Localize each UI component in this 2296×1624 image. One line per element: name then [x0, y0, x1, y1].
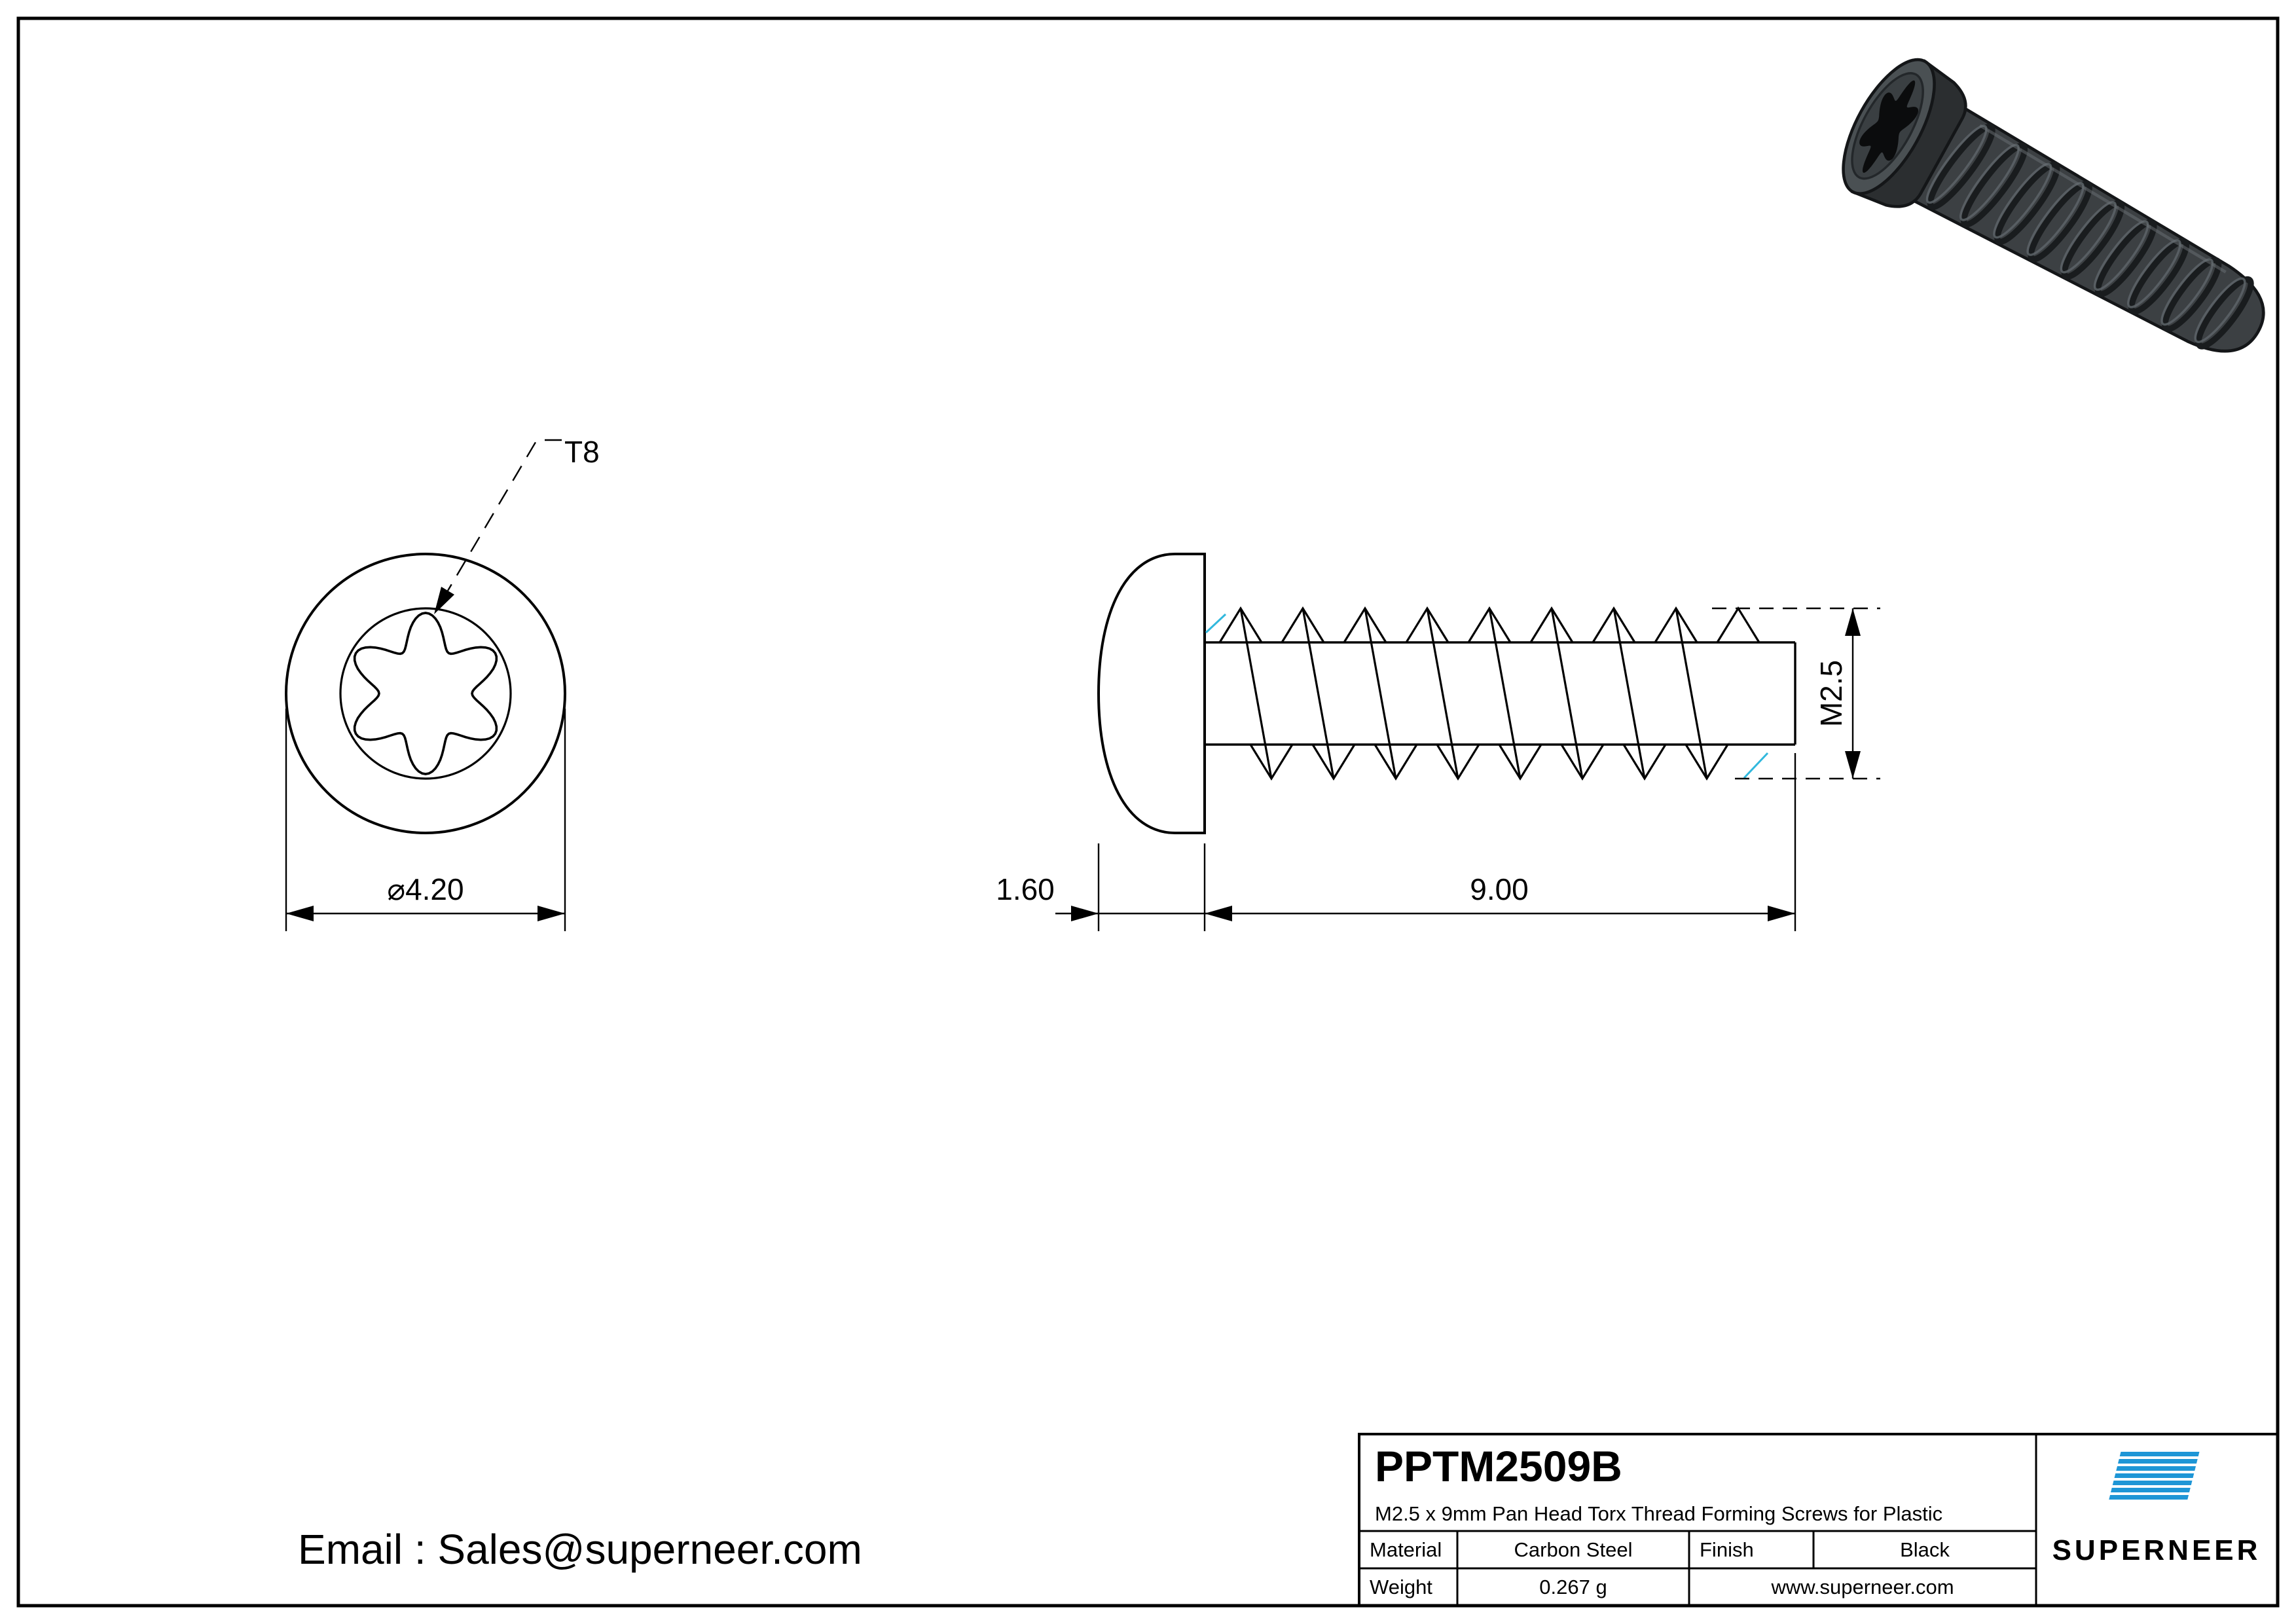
head-diameter-label: ⌀4.20 — [387, 872, 464, 906]
thread-size-label: M2.5 — [1814, 660, 1848, 727]
side-view — [1097, 553, 1796, 834]
title-block: PPTM2509B M2.5 x 9mm Pan Head Torx Threa… — [1358, 1433, 2279, 1607]
weight-label: Weight — [1370, 1576, 1432, 1598]
part-description: M2.5 x 9mm Pan Head Torx Thread Forming … — [1375, 1502, 1942, 1525]
finish-label: Finish — [1700, 1538, 1754, 1561]
side-view-shank-root — [1205, 641, 1796, 746]
head-height-label: 1.60 — [996, 872, 1055, 906]
drive-leader-line — [446, 439, 562, 591]
title-block-lines — [1358, 1433, 2279, 1607]
brand-flag-icon — [2109, 1452, 2200, 1500]
side-view-threads — [1218, 606, 1760, 781]
drive-size-label: T8 — [564, 435, 600, 469]
construction-mark-2 — [1743, 752, 1769, 779]
screw3d-thread-ridges — [1925, 123, 2254, 350]
torx-star — [353, 612, 498, 775]
screw-3d-render — [1842, 58, 2265, 353]
material-label: Material — [1370, 1538, 1442, 1561]
drive-leader-arrow — [434, 587, 454, 614]
material-value: Carbon Steel — [1514, 1538, 1633, 1561]
head-outline-circle — [285, 553, 566, 834]
recess-outline-circle — [339, 607, 512, 780]
screw3d-shank-highlight — [1978, 124, 2227, 274]
dimension-head-diameter: ⌀4.20 — [285, 709, 566, 931]
brand-logo: SUPERNEER — [2052, 1452, 2261, 1566]
front-view — [285, 553, 566, 834]
screw3d-shank — [1912, 106, 2265, 353]
dimension-thread-length: 9.00 — [1205, 753, 1796, 931]
drawing-frame — [16, 16, 2280, 1608]
part-number: PPTM2509B — [1375, 1442, 1622, 1490]
website-link[interactable]: www.superneer.com — [1770, 1576, 1954, 1598]
brand-name: SUPERNEER — [2052, 1534, 2261, 1566]
construction-mark-1 — [1205, 613, 1227, 634]
dimension-head-height: 1.60 — [996, 843, 1232, 931]
weight-value: 0.267 g — [1539, 1576, 1607, 1598]
screw3d-torx-socket — [1859, 80, 1919, 173]
drive-size-callout: T8 — [434, 435, 600, 614]
finish-value: Black — [1900, 1538, 1950, 1561]
dimension-thread-diameter: M2.5 — [1712, 607, 1880, 780]
side-view-head — [1097, 553, 1206, 834]
thread-length-label: 9.00 — [1470, 872, 1529, 906]
contact-email: Email : Sales@superneer.com — [298, 1526, 862, 1573]
